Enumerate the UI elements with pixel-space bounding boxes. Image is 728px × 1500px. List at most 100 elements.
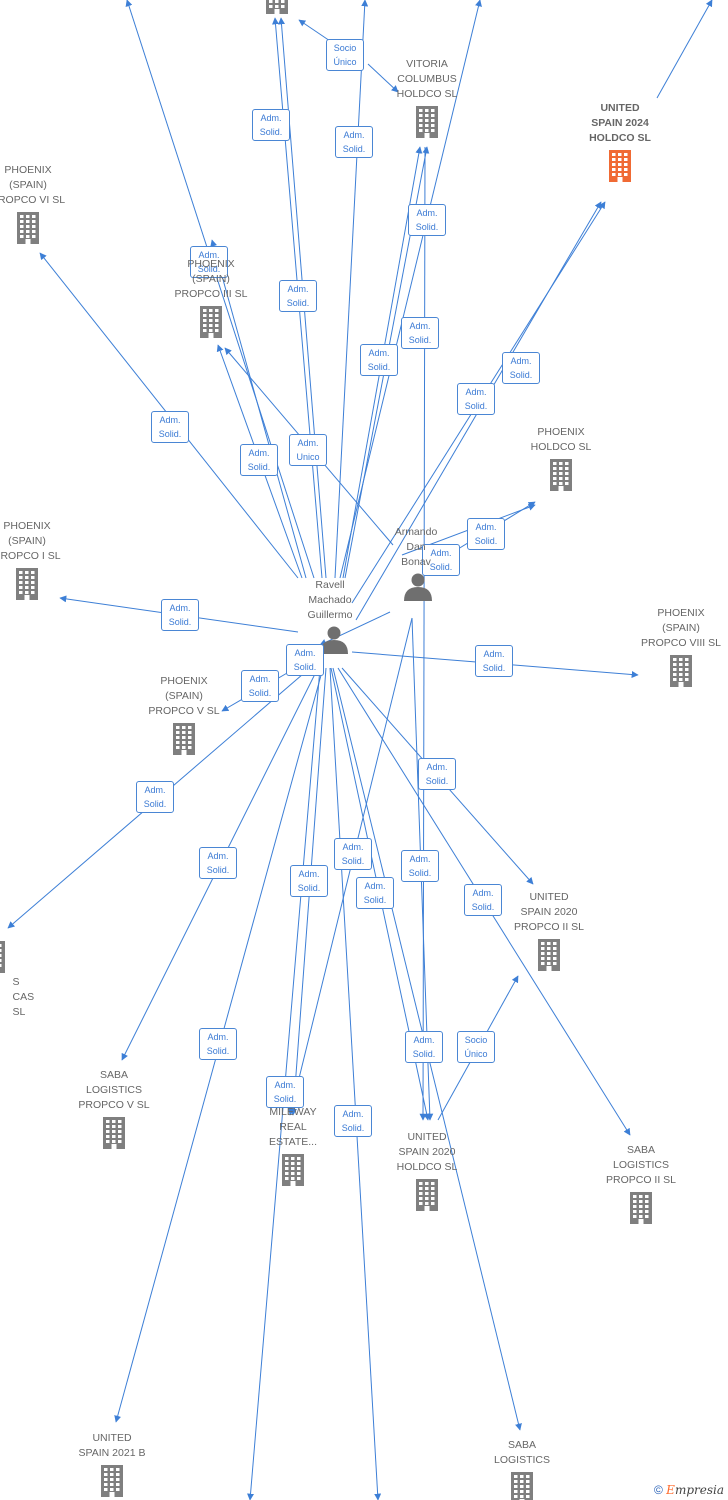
building-icon[interactable] [609,150,631,182]
edge-line [329,667,382,1500]
company-node[interactable]: PHOENIX (SPAIN) PROPCO VIII SL [626,606,728,651]
building-icon[interactable] [550,459,572,491]
building-icon[interactable] [630,1192,652,1224]
person-name: Armando Dan Bonav [394,526,438,568]
company-name: VITORIA COLUMBUS HOLDCO SL [396,58,458,100]
company-name: S CAS SL [12,976,35,1018]
company-node[interactable]: UNITED SPAIN 2021 B [57,1431,167,1461]
person-icon[interactable] [320,626,348,655]
edge-role-label[interactable]: Adm. Solid. [161,599,199,631]
building-icon[interactable] [266,0,288,14]
company-name: PHOENIX (SPAIN) PROPCO VIII SL [641,607,721,649]
building-icon[interactable] [101,1465,123,1497]
person-node[interactable]: Armando Dan Bonav [361,525,471,570]
footer-brand: © Empresia [654,1483,724,1497]
edge-role-label[interactable]: Adm. Solid. [199,847,237,879]
edge-role-label[interactable]: Adm. Solid. [405,1031,443,1063]
company-node[interactable]: S CAS SL [0,975,43,1020]
edge-role-label[interactable]: Adm. Solid. [334,1105,372,1137]
building-icon[interactable] [0,941,5,973]
edge-role-label[interactable]: Adm. Solid. [240,444,278,476]
edge-line [419,146,427,1121]
building-icon[interactable] [282,1154,304,1186]
company-node[interactable]: UNITED SPAIN 2024 HOLDCO SL [565,101,675,146]
edge-role-label[interactable]: Adm. Solid. [335,126,373,158]
company-name: UNITED SPAIN 2021 B [78,1432,146,1459]
edge-role-label[interactable]: Adm. Solid. [401,850,439,882]
edge-role-label[interactable]: Adm. Solid. [266,1076,304,1108]
building-icon[interactable] [173,723,195,755]
building-icon[interactable] [538,939,560,971]
edge-role-label[interactable]: Adm. Solid. [136,781,174,813]
company-node[interactable]: UNITED SPAIN 2020 HOLDCO SL [372,1130,482,1175]
edge-role-label[interactable]: Adm. Solid. [464,884,502,916]
person-node[interactable]: Ravell Machado Guillermo [275,578,385,623]
company-name: UNITED SPAIN 2020 HOLDCO SL [396,1131,458,1173]
edge-role-label[interactable]: Adm. Solid. [286,644,324,676]
company-node[interactable]: SABA LOGISTICS PROPCO II SL [586,1143,696,1188]
company-node[interactable]: VITORIA COLUMBUS HOLDCO SL [372,57,482,102]
company-name: SABA LOGISTICS PROPCO II SL [605,1144,677,1186]
edge-role-label[interactable]: Adm. Solid. [252,109,290,141]
building-icon[interactable] [511,1472,533,1500]
company-name: UNITED SPAIN 2024 HOLDCO SL [589,102,651,144]
building-icon[interactable] [103,1117,125,1149]
edge-role-label[interactable]: Adm. Solid. [457,383,495,415]
edge-role-label[interactable]: Adm. Solid. [241,670,279,702]
company-name: PHOENIX HOLDCO SL [530,426,592,453]
copyright-icon: © [653,1483,663,1497]
edges-layer [7,0,713,1500]
edge-role-label[interactable]: Adm. Solid. [502,352,540,384]
edge-line [210,239,307,579]
company-name: SABA LOGISTICS [493,1439,550,1466]
edge-role-label[interactable]: Adm. Solid. [422,544,460,576]
edge-role-label[interactable]: Adm. Solid. [290,865,328,897]
edge-role-label[interactable]: Adm. Solid. [401,317,439,349]
edge-role-label[interactable]: Adm. Solid. [190,246,228,278]
edge-role-label[interactable]: Adm. Solid. [199,1028,237,1060]
icons-layer [0,0,692,1500]
company-node[interactable]: PHOENIX (SPAIN) PROPCO V SL [129,674,239,719]
edge-line [656,0,713,99]
company-node[interactable]: MILEWAY REAL ESTATE... [238,1105,348,1150]
building-icon[interactable] [416,1179,438,1211]
edge-role-label[interactable]: Adm. Solid. [151,411,189,443]
person-icon[interactable] [404,573,432,602]
edge-role-label[interactable]: Adm. Solid. [408,204,446,236]
company-name: PHOENIX (SPAIN) PROPCO VI SL [0,164,66,206]
building-icon[interactable] [17,212,39,244]
company-node[interactable]: PHOENIX HOLDCO SL [506,425,616,455]
company-name: UNITED SPAIN 2020 PROPCO II SL [513,891,585,933]
company-node[interactable]: PHOENIX (SPAIN) PROPCO I SL [0,519,82,564]
edge-role-label[interactable]: Adm. Unico [289,434,327,466]
company-name: PHOENIX (SPAIN) PROPCO V SL [148,675,220,717]
edge-role-label[interactable]: Adm. Solid. [360,344,398,376]
company-name: PHOENIX (SPAIN) PROPCO I SL [0,520,61,562]
edge-role-label[interactable]: Adm. Solid. [467,518,505,550]
building-icon[interactable] [16,568,38,600]
edge-line [319,611,391,646]
brand-logo[interactable]: Empresia [666,1483,724,1497]
company-name: PHOENIX (SPAIN) PROPCO III SL [174,258,248,300]
company-name: MILEWAY REAL ESTATE... [268,1106,318,1148]
edge-role-label[interactable]: Socio Único [457,1031,495,1063]
edge-role-label[interactable]: Socio Único [326,39,364,71]
company-node[interactable]: PHOENIX (SPAIN) PROPCO III SL [156,257,266,302]
edge-line [125,0,315,579]
building-icon[interactable] [416,106,438,138]
person-name: Ravell Machado Guillermo [307,579,353,621]
edge-role-label[interactable]: Adm. Solid. [418,758,456,790]
edge-role-label[interactable]: Adm. Solid. [279,280,317,312]
edge-line [367,63,399,93]
company-node[interactable]: UNITED SPAIN 2020 PROPCO II SL [494,890,604,935]
edge-role-label[interactable]: Adm. Solid. [475,645,513,677]
edge-role-label[interactable]: Adm. Solid. [356,877,394,909]
building-icon[interactable] [670,655,692,687]
company-node[interactable]: SABA LOGISTICS PROPCO V SL [59,1068,169,1113]
edge-role-label[interactable]: Adm. Solid. [334,838,372,870]
building-icon[interactable] [200,306,222,338]
company-node[interactable]: SABA LOGISTICS [467,1438,577,1468]
company-name: SABA LOGISTICS PROPCO V SL [78,1069,150,1111]
company-node[interactable]: PHOENIX (SPAIN) PROPCO VI SL [0,163,83,208]
